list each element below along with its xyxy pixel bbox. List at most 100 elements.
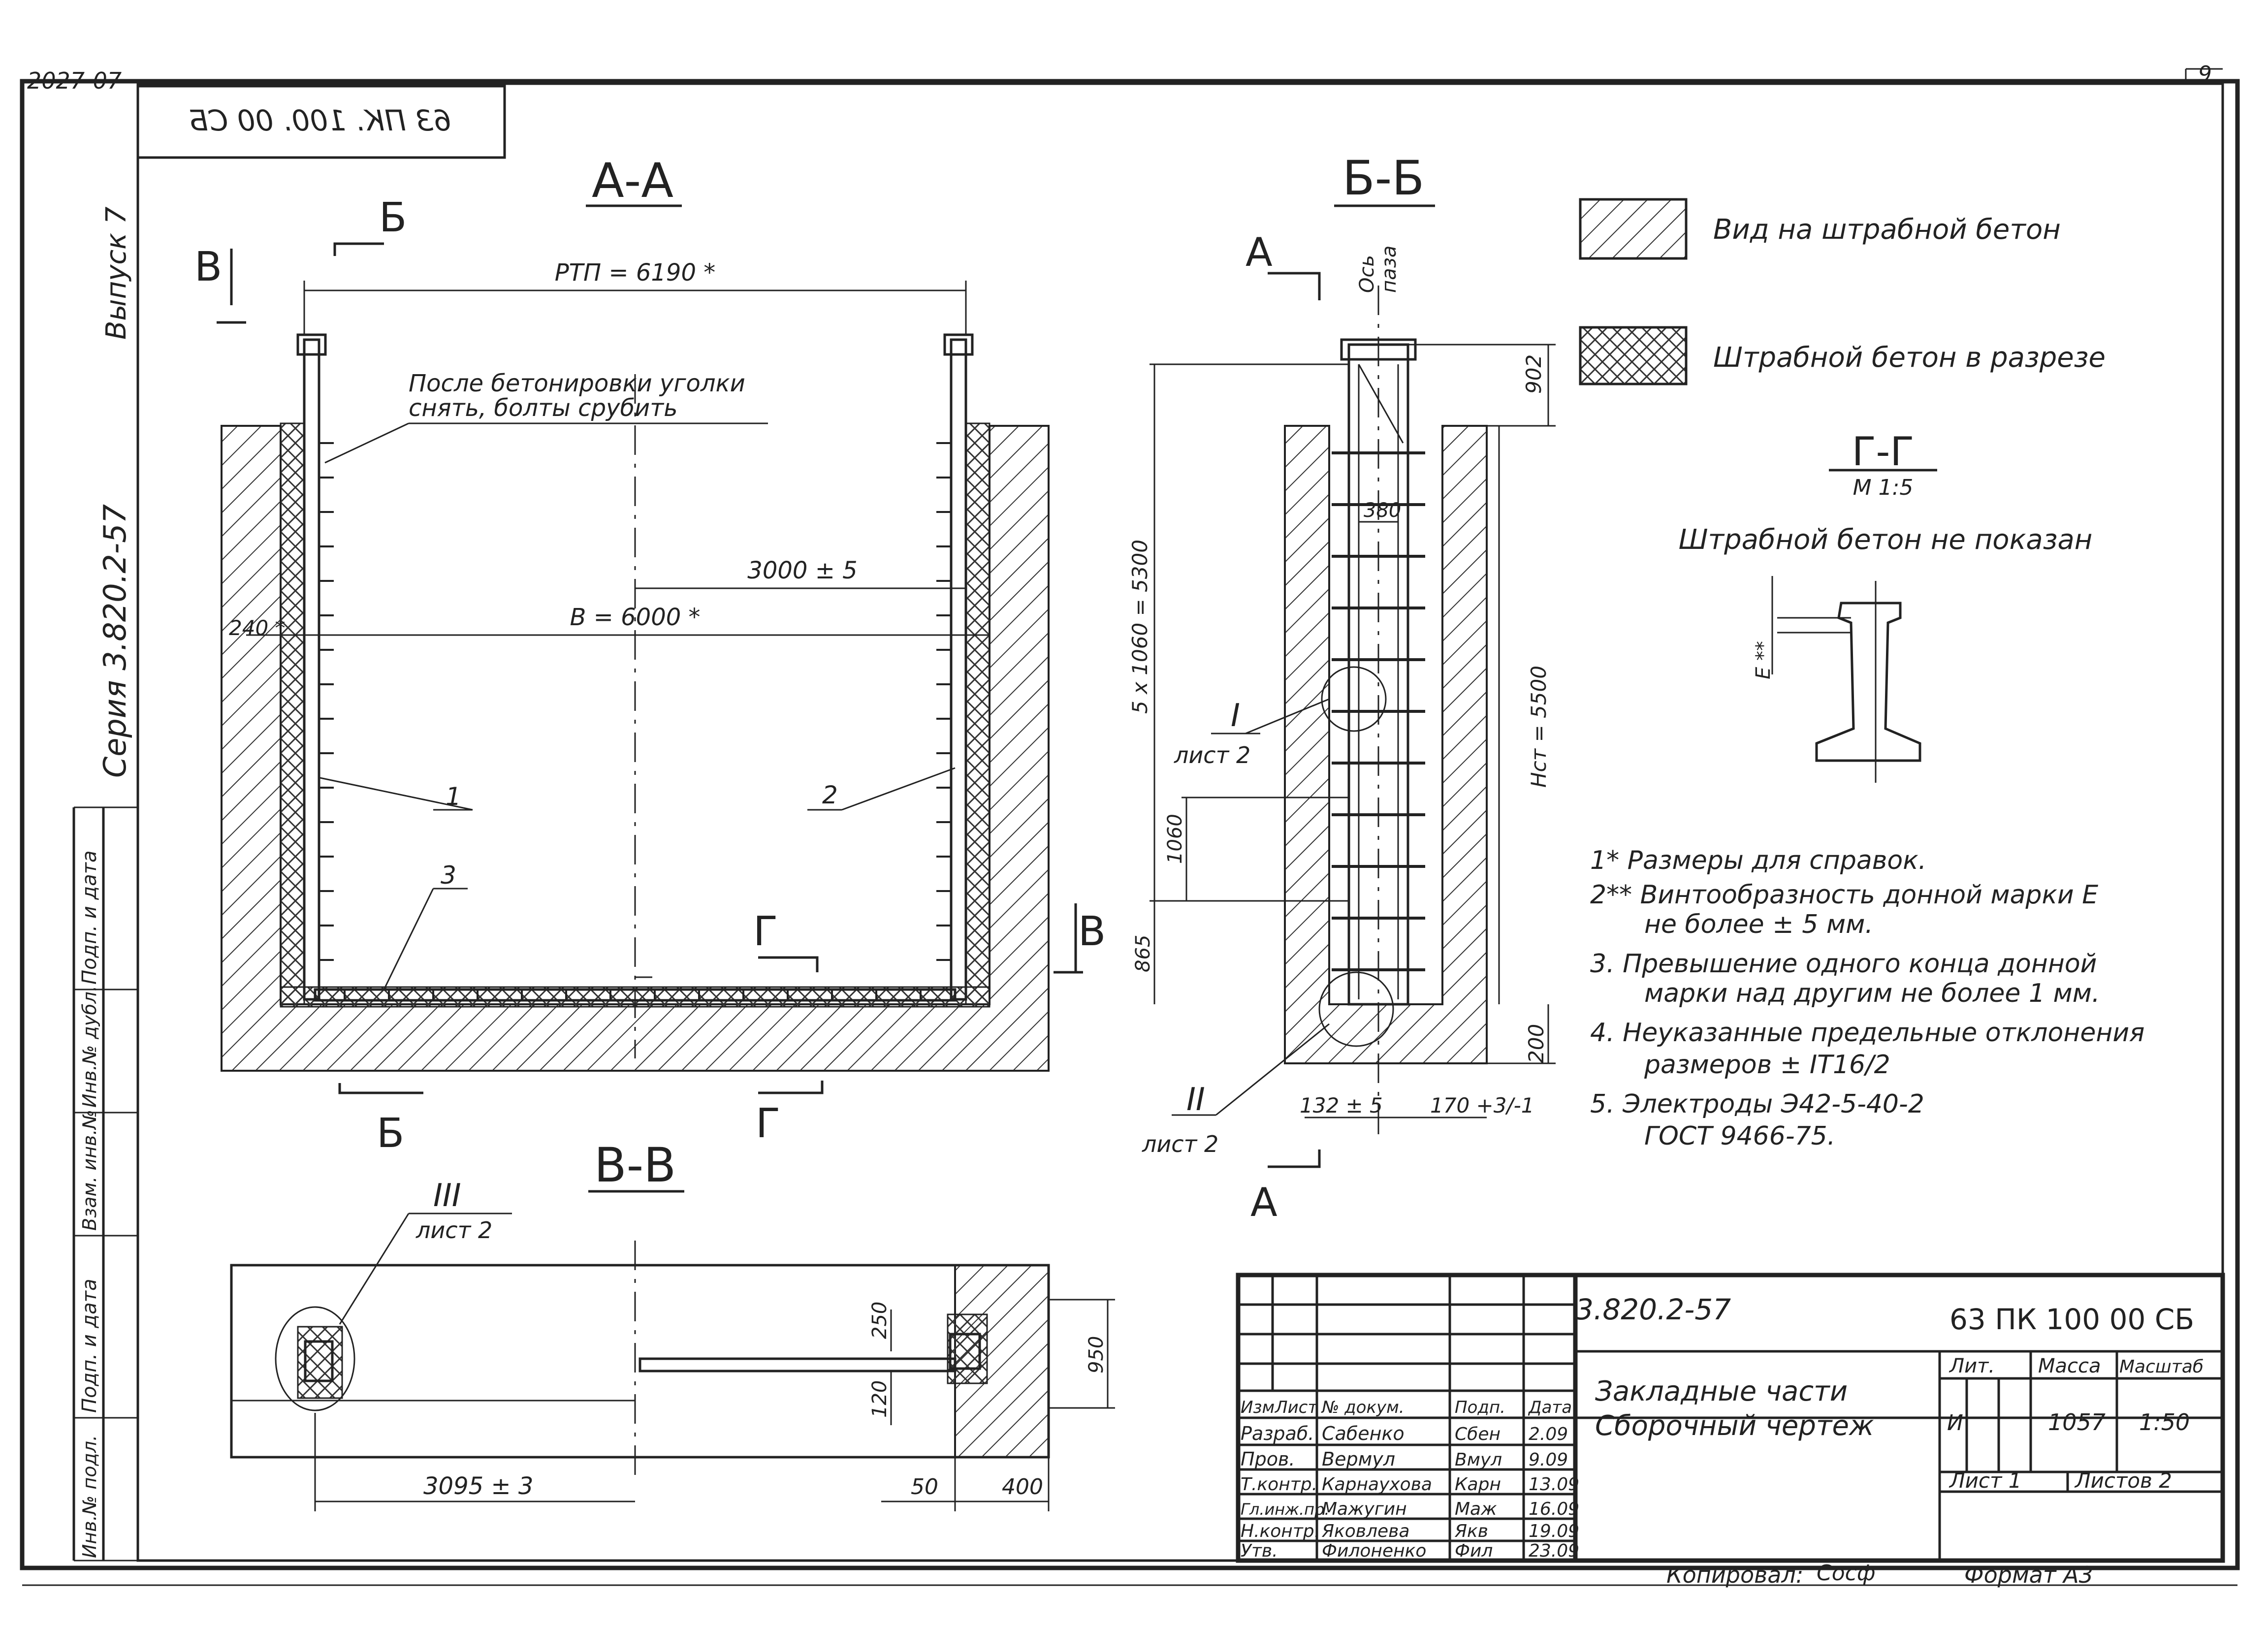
aa-pos1: 1 — [446, 782, 461, 811]
notes: 1* Размеры для справок. 2** Винтообразно… — [1590, 846, 2144, 1151]
stamp-box — [136, 85, 506, 159]
issue-label: Выпуск 7 — [100, 206, 132, 340]
bb-cut-a-top: А — [1246, 229, 1273, 275]
footer-copied: Копировал: — [1666, 1562, 1803, 1588]
aa-dim-240: 240 * — [229, 616, 286, 640]
vv-sill — [639, 1357, 957, 1373]
aa-cut-g-bottom: Г — [756, 1100, 780, 1147]
tb-name-4: Яковлева — [1321, 1521, 1409, 1541]
tb-role-2: Т.контр. — [1241, 1474, 1317, 1495]
tb-mass-label: Масса — [2038, 1355, 2101, 1377]
tb-role-3: Гл.инж.пр. — [1241, 1500, 1330, 1519]
vv-dim-3095: 3095 ± 3 — [423, 1472, 533, 1500]
bb-dim-865: 865 — [1132, 935, 1154, 972]
tb-date-2: 13.09 — [1529, 1474, 1579, 1495]
bb-axis-label-2: паза — [1378, 246, 1401, 293]
tb-date-4: 19.09 — [1529, 1521, 1579, 1541]
bb-dim-380: 380 — [1364, 499, 1401, 522]
gg-title: Г-Г — [1852, 429, 1914, 475]
footer-copied-sign: Сосф — [1817, 1561, 1875, 1586]
tb-name-1: Вермул — [1322, 1448, 1395, 1470]
tb-date-0: 2.09 — [1529, 1424, 1568, 1444]
tb-name-2: Карнаухова — [1322, 1474, 1432, 1495]
bb-cut-a-bottom: А — [1250, 1180, 1278, 1225]
tb-sign-2: Карн — [1455, 1474, 1501, 1495]
vv-dim-50: 50 — [911, 1474, 938, 1500]
gg-label-e: Е ** — [1752, 641, 1775, 679]
note-4a: 4. Неуказанные предельные отклонения — [1590, 1018, 2144, 1048]
side-field-orig-inv: Инв.№ подл. — [79, 1435, 100, 1558]
gg-note: Штрабной бетон не показан — [1679, 524, 2093, 556]
vv-dim-950: 950 — [1085, 1336, 1108, 1373]
bb-dim-200: 200 — [1524, 1024, 1548, 1063]
bb-dim-170: 170 +3/-1 — [1430, 1093, 1534, 1117]
footer-format: Формат А3 — [1964, 1562, 2093, 1588]
tb-role-0: Разраб. — [1241, 1423, 1314, 1444]
side-strip — [72, 806, 138, 1562]
bb-node1-sheet: лист 2 — [1174, 742, 1250, 768]
legend-hatch-view: Вид на штрабной бетон — [1713, 214, 2061, 246]
title-block — [1236, 1273, 2225, 1563]
side-field-sign-date-2: Подп. и дата — [78, 1279, 101, 1413]
aa-anchor-studs — [319, 442, 951, 1000]
section-bb: Б-Б Ось паза А А 902 Нст = 5500 200 — [1128, 151, 1556, 1225]
tb-name-5: Филоненко — [1322, 1541, 1426, 1561]
tb-name-0: Сабенко — [1322, 1423, 1405, 1444]
sheet-frame — [20, 68, 2240, 1586]
bb-dim-902: 902 — [1522, 354, 1546, 394]
gg-profile — [1815, 602, 1921, 762]
vv-node3: III — [433, 1178, 461, 1214]
tb-head-doc: № докум. — [1321, 1398, 1405, 1417]
aa-pos2: 2 — [822, 781, 838, 809]
tb-name-line1: Закладные части — [1595, 1375, 1848, 1407]
bb-dim-1060: 1060 — [1164, 814, 1186, 864]
aa-right-guide — [950, 338, 967, 1001]
note-5a: 5. Электроды Э42-5-40-2 — [1590, 1089, 1924, 1119]
bb-node1: I — [1231, 698, 1240, 734]
aa-left-guide — [303, 338, 320, 1001]
aa-cut-v-right: В — [1078, 908, 1106, 955]
page-number: 9 — [2198, 62, 2212, 87]
series-label: Серия 3.820.2-57 — [97, 504, 133, 778]
tb-sign-0: Сбен — [1455, 1424, 1501, 1444]
tb-role-5: Утв. — [1241, 1541, 1278, 1561]
aa-shtrab-right — [965, 422, 990, 1005]
vv-dim-120: 120 — [868, 1380, 891, 1418]
aa-cut-b-bottom: Б — [377, 1110, 404, 1157]
side-field-sign-date-1: Подп. и дата — [78, 851, 101, 985]
tb-date-3: 16.09 — [1529, 1499, 1579, 1519]
tb-date-5: 23.09 — [1529, 1541, 1579, 1561]
tb-sheet-label: Лист 1 — [1949, 1468, 2022, 1493]
tb-lit-value: И — [1947, 1410, 1963, 1436]
aa-cut-b-top: Б — [379, 194, 407, 241]
note-2a: 2** Винтообразность донной марки Е — [1590, 880, 2098, 910]
tb-sign-4: Якв — [1454, 1521, 1488, 1541]
aa-shtrab-left — [280, 422, 305, 1005]
tb-series: 3.820.2-57 — [1575, 1293, 1731, 1326]
bb-concrete — [1284, 425, 1488, 1064]
detail-gg: Г-Г М 1:5 Штрабной бетон не показан Е ** — [1679, 429, 2093, 783]
section-aa-title: А-А — [592, 153, 673, 208]
aa-dim-rtp: РТП = 6190 * — [555, 259, 716, 287]
bb-dim-5x1060: 5 x 1060 = 5300 — [1128, 540, 1152, 714]
tb-sign-1: Вмул — [1455, 1450, 1502, 1470]
section-vv: В-В 250 120 950 3095 ± 3 50 400 III — [230, 1138, 1115, 1511]
tb-mass-value: 1057 — [2048, 1409, 2106, 1436]
tb-name-3: Мажугин — [1322, 1499, 1407, 1519]
corner-code: 2027-07 — [27, 67, 122, 94]
aa-note-line2: снять, болты срубить — [409, 394, 678, 422]
aa-cut-v: В — [194, 244, 222, 290]
tb-doc-code: 63 ПК 100 00 СБ — [1949, 1303, 2194, 1336]
tb-role-1: Пров. — [1241, 1448, 1295, 1470]
note-4b: размеров ± IT16/2 — [1644, 1050, 1890, 1080]
tb-scale-label: Масштаб — [2119, 1357, 2204, 1377]
legend-cross-swatch — [1579, 326, 1688, 385]
section-bb-title: Б-Б — [1342, 151, 1424, 206]
note-5b: ГОСТ 9466-75. — [1644, 1121, 1835, 1151]
tb-head-date: Дата — [1528, 1398, 1572, 1417]
tb-date-1: 9.09 — [1529, 1450, 1568, 1470]
legend-hatch-section: Штрабной бетон в разрезе — [1713, 342, 2106, 374]
tb-name-line2: Сборочный чертеж — [1595, 1410, 1874, 1442]
tb-sign-3: Маж — [1455, 1499, 1497, 1519]
